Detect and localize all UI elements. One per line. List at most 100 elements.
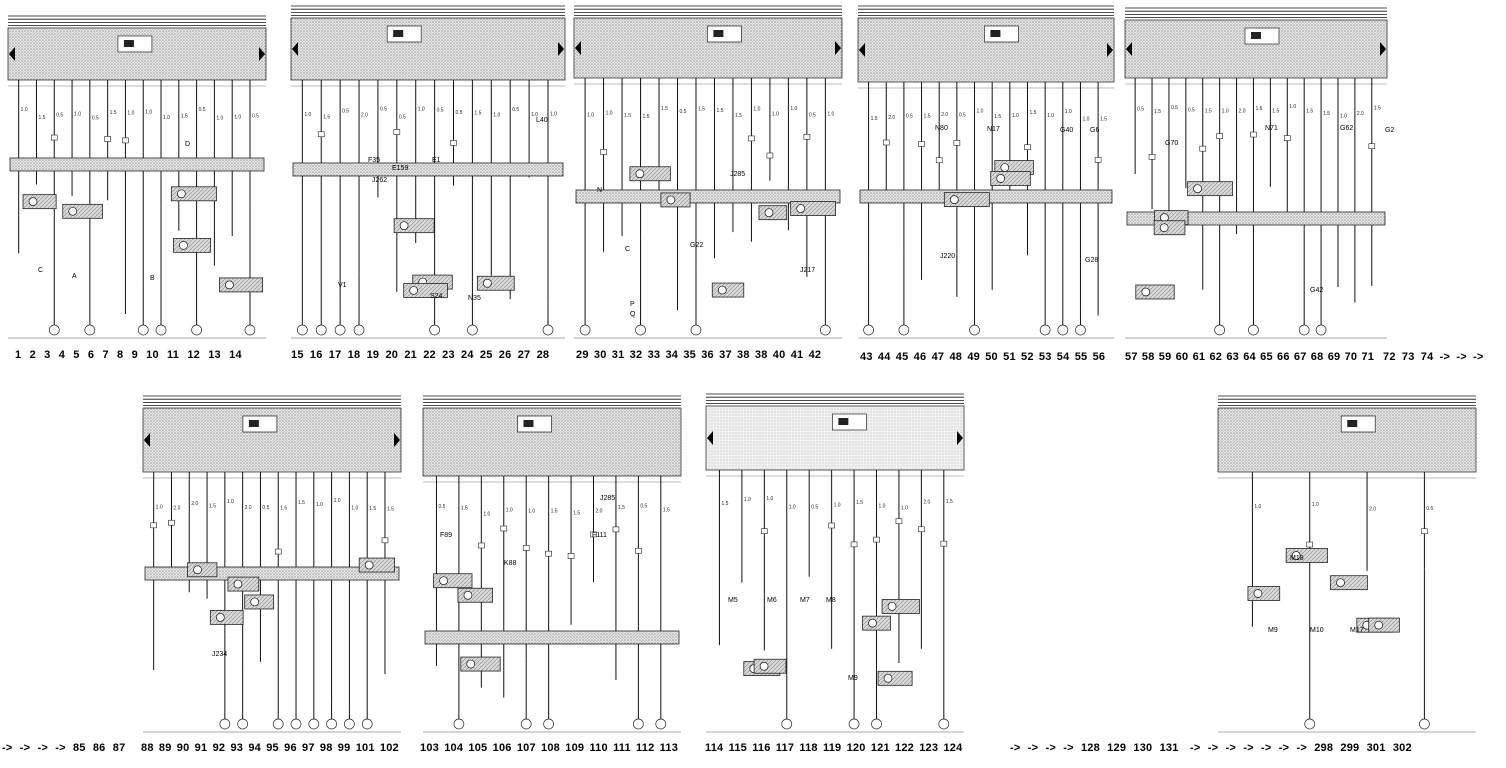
component-label-g28: G28 — [1085, 257, 1098, 264]
wire-gauge-label: 1.0 — [879, 503, 886, 509]
wire-gauge-label: 1.0 — [790, 106, 797, 112]
ground-point — [353, 324, 365, 336]
relay-coil — [713, 30, 724, 37]
page-numbers-p1: 1 2 3 4 5 6 7 8 9 10 11 12 13 14 — [15, 349, 242, 361]
wire-gauge-label: 0.5 — [456, 110, 463, 116]
page-numbers-b2: 88 89 90 91 92 93 94 95 96 97 98 99 101 … — [141, 742, 399, 754]
wire-gauge-label: 1.0 — [766, 496, 773, 502]
wire-gauge-label: 0.5 — [438, 504, 445, 510]
wire-gauge-label: 2.0 — [923, 499, 930, 505]
wire-gauge-label: 1.5 — [1323, 111, 1330, 117]
ground-point — [635, 324, 646, 336]
wire-gauge-label: 1.5 — [1029, 110, 1036, 116]
connector — [918, 141, 925, 147]
connector — [940, 540, 948, 547]
central-electrics-box — [422, 407, 682, 477]
wire-gauge-label: 1.0 — [234, 114, 241, 120]
component-block — [881, 599, 920, 614]
wire-gauge-label: 1.5 — [1306, 108, 1313, 114]
connector — [935, 157, 943, 164]
ground-point — [871, 718, 882, 730]
component-label-f89: F89 — [440, 532, 452, 539]
component-label-j285: J285 — [730, 171, 745, 178]
wire-gauge-label: 1.0 — [418, 107, 425, 113]
wire-gauge-label: 1.0 — [789, 505, 796, 511]
wire-gauge-label: 1.0 — [1222, 109, 1229, 115]
wire-gauge-label: 1.5 — [661, 106, 668, 112]
relay-coil — [123, 40, 134, 47]
ground-point — [308, 718, 320, 730]
wire-gauge-label: 1.0 — [744, 497, 751, 503]
component-symbol — [1253, 589, 1263, 598]
ground-point — [290, 718, 302, 730]
connector — [1368, 143, 1376, 150]
component-symbol — [996, 174, 1006, 183]
component-symbol — [68, 206, 78, 216]
component-label-m9: M9 — [848, 675, 858, 682]
ground-point — [1298, 324, 1310, 336]
component-label-n17: N17 — [987, 126, 1000, 133]
ground-point — [1419, 718, 1430, 730]
connector — [317, 131, 325, 138]
component-label-j285: J285 — [600, 495, 615, 502]
component-symbol — [215, 613, 225, 622]
component-label-g70: G70 — [1165, 140, 1178, 147]
ground-point — [579, 324, 591, 336]
wire-gauge-label: 0.5 — [512, 107, 519, 113]
wire-gauge-label: 1.5 — [280, 506, 287, 512]
wire-gauge-label: 1.0 — [827, 111, 834, 117]
wire-gauge-label: 1.5 — [716, 108, 723, 114]
wire-gauge-label: 0.5 — [56, 113, 63, 119]
ground-point — [820, 324, 831, 336]
relay-coil — [248, 420, 259, 427]
ground-point — [137, 324, 149, 336]
wire-gauge-label: 0.5 — [1188, 107, 1195, 113]
relay-coil — [990, 30, 1001, 37]
component-symbol — [796, 204, 806, 213]
component-label-m6: M6 — [767, 597, 777, 604]
component-block — [187, 562, 218, 578]
ground-point — [1075, 324, 1086, 336]
component-label-m10: M10 — [1310, 627, 1324, 634]
wire-gauge-label: 1.5 — [110, 110, 117, 116]
wire-gauge-label: 1.5 — [856, 500, 863, 506]
component-symbol — [483, 278, 492, 288]
relay — [386, 25, 422, 43]
component-label-b: B — [150, 275, 155, 282]
wire-gauge-label: 1.5 — [698, 106, 705, 112]
component-block — [711, 282, 745, 298]
relay — [1244, 27, 1280, 45]
connector — [635, 547, 642, 554]
connector — [828, 522, 835, 529]
component-symbol — [1000, 163, 1010, 172]
wire-gauge-label: 1.0 — [606, 111, 613, 117]
wire-gauge-label: 1.5 — [735, 113, 742, 119]
continuation-arrow-right — [259, 47, 265, 61]
connector — [895, 518, 903, 525]
wire-gauge-label: 1.0 — [163, 115, 170, 121]
component-label-m18: M18 — [1290, 555, 1304, 562]
wire-gauge-label: 1.0 — [901, 505, 908, 511]
wire-gauge-label: 1.0 — [1289, 104, 1296, 110]
page-numbers-b1: -> -> -> -> 85 86 87 — [2, 742, 126, 754]
component-symbol — [949, 195, 959, 204]
component-label-g22: G22 — [690, 242, 703, 249]
component-symbol — [887, 602, 897, 611]
wire-gauge-label: 1.5 — [924, 113, 931, 119]
ground-point — [633, 718, 644, 730]
component-block — [358, 557, 395, 573]
wire-gauge-label: 1.0 — [316, 502, 323, 508]
wire-gauge-label: 1.5 — [721, 501, 728, 507]
component-symbol — [868, 618, 877, 628]
component-block — [457, 587, 493, 603]
connector — [478, 542, 485, 549]
wire-gauge-label: 1.5 — [1374, 106, 1381, 112]
connector — [567, 553, 575, 559]
ground-point — [1304, 718, 1316, 730]
component-block — [244, 594, 275, 610]
